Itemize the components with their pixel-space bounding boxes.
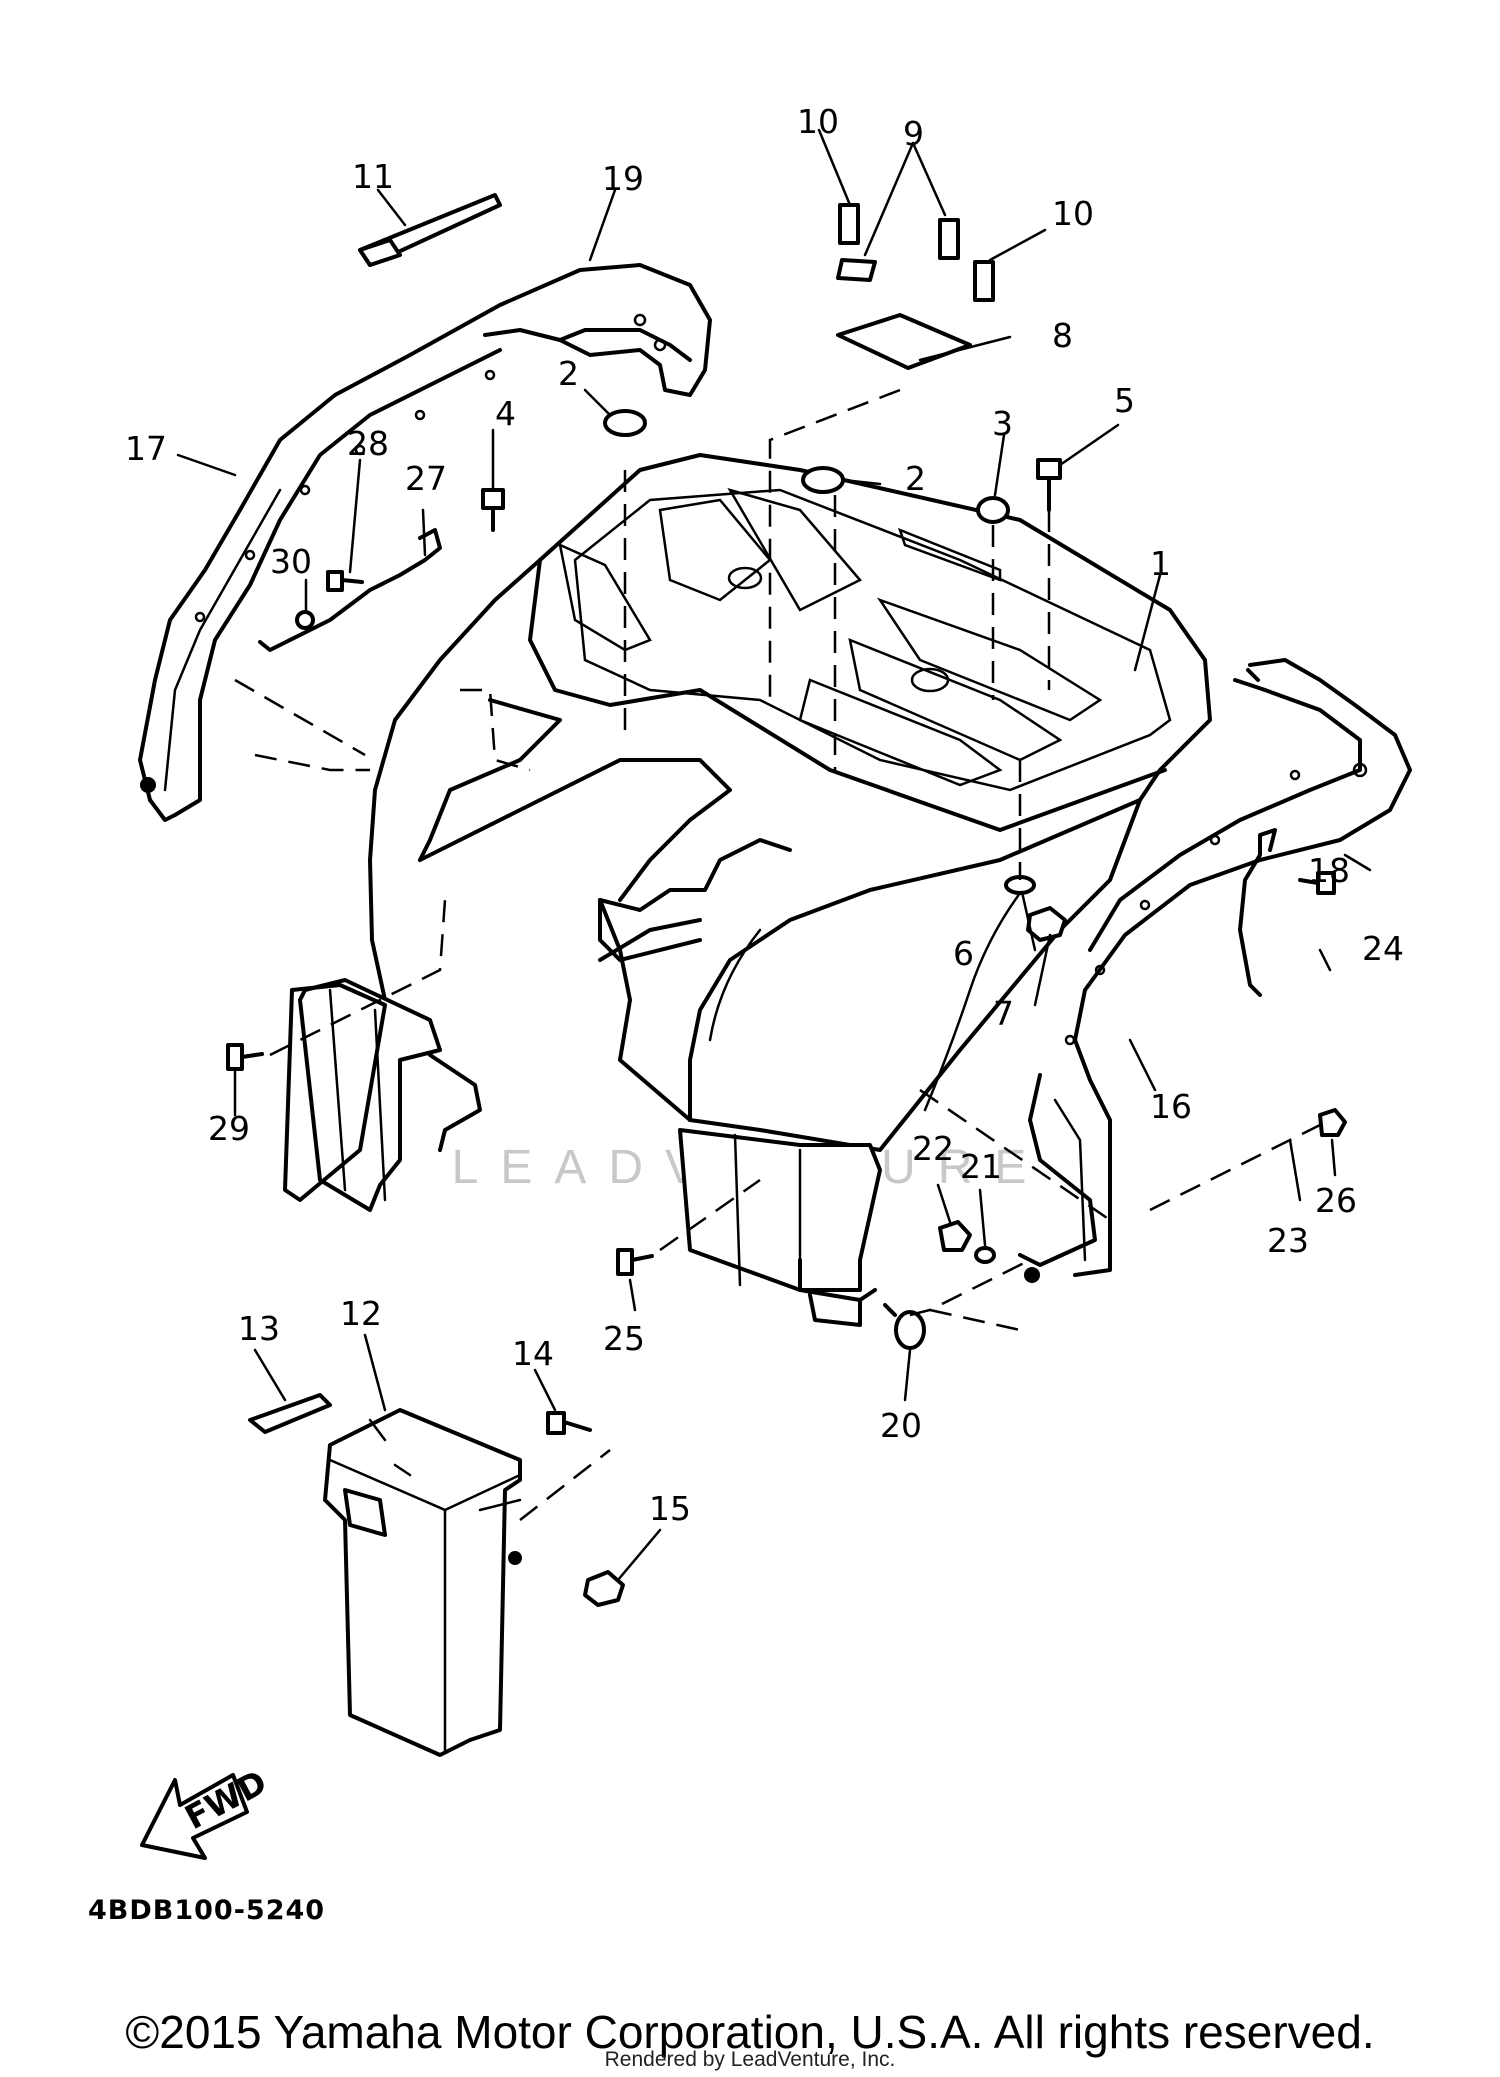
rivet-20 <box>883 1303 926 1350</box>
callout-10b: 10 <box>1052 194 1094 233</box>
right-bracket <box>1238 828 1277 997</box>
copyright: ©2015 Yamaha Motor Corporation, U.S.A. A… <box>125 2006 1375 2058</box>
tool-box <box>323 1408 522 1757</box>
bolt-29 <box>226 1043 264 1071</box>
left-bracket <box>258 528 442 652</box>
callout-19: 19 <box>602 159 644 198</box>
bolt-24 <box>1298 871 1336 895</box>
callout-12: 12 <box>340 1294 382 1333</box>
callout-15: 15 <box>649 1489 691 1528</box>
callout-6: 6 <box>953 934 974 973</box>
nut-15 <box>583 1570 625 1607</box>
nut <box>1026 906 1067 942</box>
callout-24: 24 <box>1362 929 1404 968</box>
callout-21: 21 <box>960 1147 1002 1186</box>
callout-11: 11 <box>352 157 394 196</box>
washer-21 <box>974 1246 996 1264</box>
nut-22 <box>938 1220 972 1252</box>
rendered-by: Rendered by LeadVenture, Inc. <box>604 2048 896 2071</box>
callout-10a: 10 <box>797 102 839 141</box>
pad-mid <box>938 218 960 260</box>
nut-30 <box>295 610 315 630</box>
callout-13: 13 <box>238 1309 280 1348</box>
dashed-guides <box>234 388 1321 1521</box>
bolt-5 <box>1036 458 1062 512</box>
plug-left <box>603 409 647 437</box>
plug-right <box>801 466 845 494</box>
clip <box>248 1393 332 1434</box>
right-fender-flare <box>1018 658 1412 1283</box>
bolt-4 <box>481 488 505 532</box>
callout-18: 18 <box>1308 851 1350 890</box>
callout-16: 16 <box>1150 1087 1192 1126</box>
callout-20: 20 <box>880 1406 922 1445</box>
callout-8: 8 <box>1052 316 1073 355</box>
callout-26: 26 <box>1315 1181 1357 1220</box>
part-code: 4BDB100-5240 <box>88 1895 326 1926</box>
leader-lines <box>176 128 1372 1582</box>
callout-23: 23 <box>1267 1221 1309 1260</box>
callout-30: 30 <box>270 542 312 581</box>
callout-9: 9 <box>903 114 924 153</box>
callout-22: 22 <box>912 1129 954 1168</box>
fwd-label: FWD <box>178 1762 273 1837</box>
bolt-28 <box>326 570 364 592</box>
callout-29: 29 <box>208 1109 250 1148</box>
cap <box>976 496 1010 524</box>
callout-5: 5 <box>1114 381 1135 420</box>
left-fender-flare <box>138 263 712 822</box>
bolt-14 <box>546 1411 592 1435</box>
callout-7: 7 <box>993 994 1014 1033</box>
callout-1: 1 <box>1150 544 1171 583</box>
nut-26 <box>1318 1108 1347 1137</box>
callout-4: 4 <box>495 394 516 433</box>
callout-3: 3 <box>992 404 1013 443</box>
pad-flat <box>836 258 877 282</box>
bolt-25 <box>616 1248 654 1276</box>
callout-2b: 2 <box>905 459 926 498</box>
rear-fender-body <box>283 453 1212 1327</box>
callout-27: 27 <box>405 459 447 498</box>
callout-17: 17 <box>125 429 167 468</box>
plate <box>836 313 972 370</box>
callout-14: 14 <box>512 1334 554 1373</box>
callout-2a: 2 <box>558 354 579 393</box>
callout-numbers: 1 2 2 3 4 5 6 7 8 9 10 10 11 12 13 14 15… <box>125 102 1404 1528</box>
callout-28: 28 <box>347 424 389 463</box>
callout-25: 25 <box>603 1319 645 1358</box>
pad-left <box>838 203 860 245</box>
pad-right <box>973 260 995 302</box>
strap-buckle <box>358 238 402 267</box>
fwd-arrow: FWD <box>140 1762 273 1860</box>
